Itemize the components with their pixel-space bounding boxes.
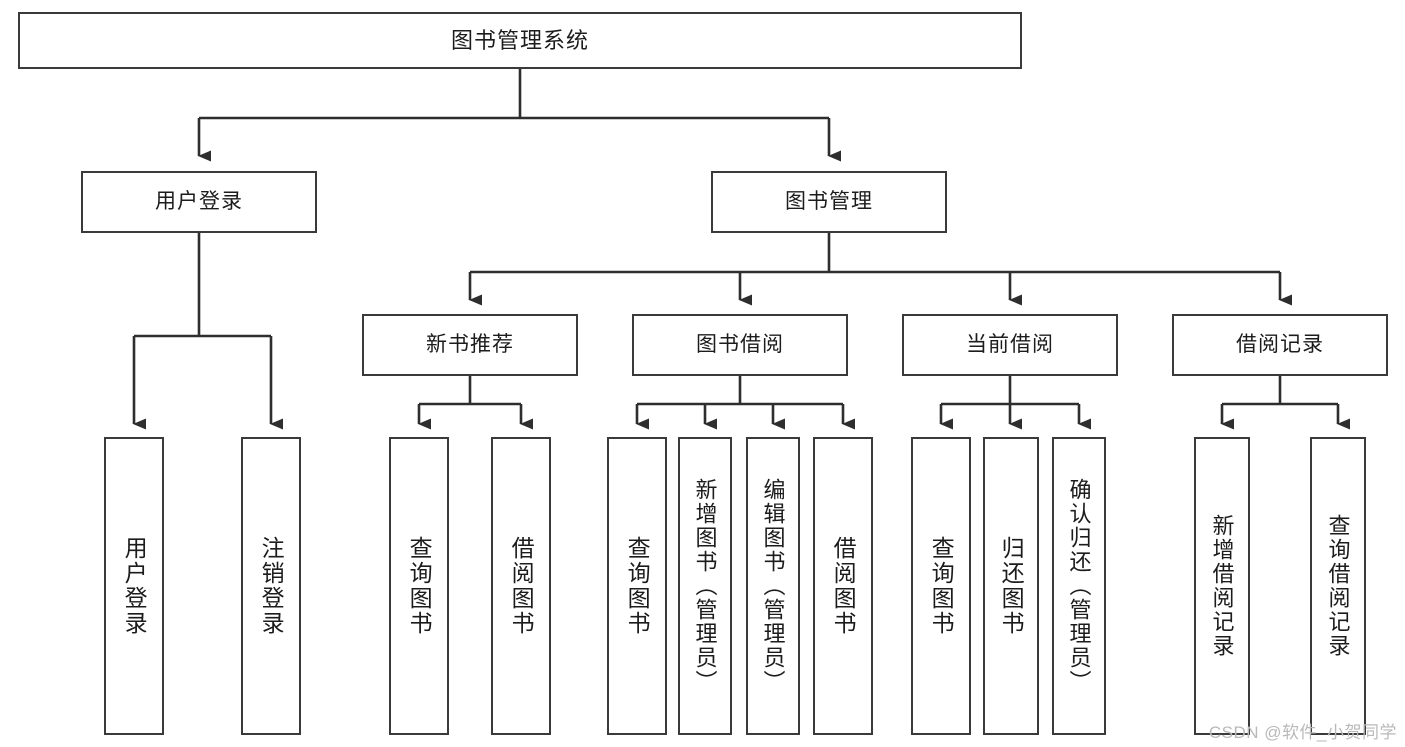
node-label: 当前借阅: [966, 332, 1054, 356]
node-label: 用户登录: [121, 536, 148, 636]
leaf-confirm-return-admin[interactable]: 确认归还（管理员）: [1052, 437, 1106, 735]
node-label: 图书借阅: [696, 332, 784, 356]
node-label: 用户登录: [155, 189, 243, 213]
node-label: 借阅记录: [1236, 332, 1324, 356]
leaf-edit-book-admin[interactable]: 编辑图书（管理员）: [746, 437, 800, 735]
node-label: 新增借阅记录: [1209, 514, 1235, 658]
node-label: 确认归还（管理员）: [1066, 478, 1092, 694]
node-new-book-recommend[interactable]: 新书推荐: [362, 314, 578, 376]
node-label: 查询借阅记录: [1325, 514, 1351, 658]
leaf-borrow-book[interactable]: 借阅图书: [813, 437, 873, 735]
node-label: 查询图书: [928, 536, 955, 636]
leaf-borrow-book-recommend[interactable]: 借阅图书: [491, 437, 551, 735]
leaf-query-book-current[interactable]: 查询图书: [911, 437, 971, 735]
leaf-user-login[interactable]: 用户登录: [104, 437, 164, 735]
node-label: 借阅图书: [830, 536, 857, 636]
node-label: 编辑图书（管理员）: [760, 478, 786, 694]
node-label: 归还图书: [998, 536, 1025, 636]
node-label: 图书管理系统: [450, 27, 589, 53]
node-book-manage[interactable]: 图书管理: [711, 171, 947, 233]
leaf-query-borrow-record[interactable]: 查询借阅记录: [1310, 437, 1366, 735]
leaf-logout[interactable]: 注销登录: [241, 437, 301, 735]
node-root-system[interactable]: 图书管理系统: [18, 12, 1022, 69]
leaf-add-borrow-record[interactable]: 新增借阅记录: [1194, 437, 1250, 735]
node-user-login[interactable]: 用户登录: [81, 171, 317, 233]
csdn-watermark: CSDN @软件_小贺同学: [1208, 723, 1397, 742]
node-book-borrow[interactable]: 图书借阅: [632, 314, 848, 376]
leaf-add-book-admin[interactable]: 新增图书（管理员）: [678, 437, 732, 735]
leaf-query-book-borrow[interactable]: 查询图书: [607, 437, 667, 735]
node-label: 查询图书: [624, 536, 651, 636]
node-label: 借阅图书: [508, 536, 535, 636]
node-borrow-record[interactable]: 借阅记录: [1172, 314, 1388, 376]
node-label: 新书推荐: [426, 332, 514, 356]
node-label: 注销登录: [258, 536, 285, 636]
leaf-query-book-recommend[interactable]: 查询图书: [389, 437, 449, 735]
node-label: 图书管理: [785, 189, 873, 213]
node-current-borrow[interactable]: 当前借阅: [902, 314, 1118, 376]
node-label: 查询图书: [406, 536, 433, 636]
leaf-return-book[interactable]: 归还图书: [983, 437, 1039, 735]
node-label: 新增图书（管理员）: [692, 478, 718, 694]
